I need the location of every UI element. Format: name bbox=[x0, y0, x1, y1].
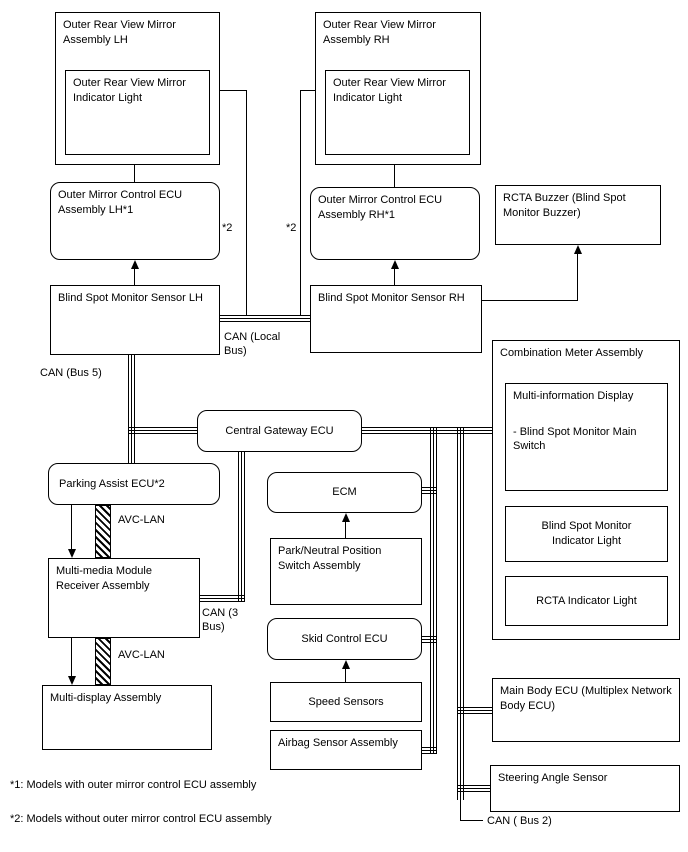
bus-branch-skid-control bbox=[422, 636, 437, 643]
arrowhead-down-into-mm-receiver bbox=[68, 549, 76, 558]
node-rcta-indicator-light: RCTA Indicator Light bbox=[505, 576, 668, 626]
label-avc-lan-upper: AVC-LAN bbox=[118, 514, 165, 526]
label-star2-lh: *2 bbox=[222, 222, 233, 234]
node-label: Multi-display Assembly bbox=[50, 692, 162, 704]
node-label: Multi-media Module Receiver Assembly bbox=[56, 565, 152, 592]
line-can-bus2-tail-horizontal bbox=[460, 820, 483, 821]
node-parking-assist-ecu: Parking Assist ECU*2 bbox=[48, 463, 220, 505]
node-bsm-sensor-lh: Blind Spot Monitor Sensor LH bbox=[50, 285, 220, 355]
node-mirror-ecu-rh: Outer Mirror Control ECU Assembly RH*1 bbox=[310, 187, 480, 260]
node-mirror-indicator-light-rh: Outer Rear View Mirror Indicator Light bbox=[325, 70, 470, 155]
node-label: Outer Rear View Mirror Assembly LH bbox=[63, 19, 176, 46]
node-mirror-ecu-lh: Outer Mirror Control ECU Assembly LH*1 bbox=[50, 182, 220, 260]
bus-branch-airbag bbox=[422, 747, 437, 754]
node-label: Main Body ECU (Multiplex Network Body EC… bbox=[500, 685, 672, 712]
node-label: Multi-information Display bbox=[513, 390, 634, 402]
arrowhead-up-into-ecm bbox=[342, 513, 350, 522]
line-star2-bypass-rh-vertical bbox=[300, 90, 301, 316]
bus-branch-central-gateway-left bbox=[128, 427, 197, 434]
node-label: Steering Angle Sensor bbox=[498, 772, 608, 784]
line-can-bus2-tail-vertical bbox=[460, 800, 461, 821]
avc-lan-bus-bar-upper bbox=[95, 505, 111, 558]
bus-trunk-b-can-bus2 bbox=[457, 427, 464, 800]
node-bsm-indicator-light: Blind Spot Monitor Indicator Light bbox=[505, 506, 668, 562]
bus-branch-ecm bbox=[422, 487, 437, 494]
arrowhead-up-into-skid-ecu bbox=[342, 660, 350, 669]
node-label: Park/Neutral Position Switch Assembly bbox=[278, 545, 382, 572]
node-multi-information-display: Multi-information Display - Blind Spot M… bbox=[505, 383, 668, 491]
node-multi-display-assembly: Multi-display Assembly bbox=[42, 685, 212, 750]
node-steering-angle-sensor: Steering Angle Sensor bbox=[490, 765, 680, 812]
node-label: RCTA Buzzer (Blind Spot Monitor Buzzer) bbox=[503, 192, 626, 219]
node-label: Skid Control ECU bbox=[301, 632, 388, 645]
node-label: Outer Rear View Mirror Assembly RH bbox=[323, 19, 436, 46]
arrowhead-down-into-multi-display bbox=[68, 676, 76, 685]
node-label: Outer Mirror Control ECU Assembly RH*1 bbox=[318, 194, 443, 221]
label-can-3bus: CAN (3 Bus) bbox=[202, 607, 239, 634]
node-label: Outer Rear View Mirror Indicator Light bbox=[333, 77, 446, 104]
label-can-bus2: CAN ( Bus 2) bbox=[487, 815, 552, 827]
line-bsm-rh-to-buzzer-horizontal bbox=[482, 300, 578, 301]
node-central-gateway-ecu: Central Gateway ECU bbox=[197, 410, 362, 452]
node-ecm: ECM bbox=[267, 472, 422, 513]
node-rcta-buzzer: RCTA Buzzer (Blind Spot Monitor Buzzer) bbox=[495, 185, 661, 245]
node-main-body-ecu: Main Body ECU (Multiplex Network Body EC… bbox=[492, 678, 680, 742]
node-label: Blind Spot Monitor Sensor LH bbox=[58, 292, 203, 304]
line-parking-assist-to-mm bbox=[71, 505, 72, 550]
node-label: Combination Meter Assembly bbox=[500, 347, 644, 359]
label-can-bus5: CAN (Bus 5) bbox=[40, 367, 102, 379]
bus-can-3bus-vertical bbox=[238, 452, 245, 602]
line-star2-bypass-rh-horizontal bbox=[300, 90, 318, 91]
node-label: Airbag Sensor Assembly bbox=[278, 737, 398, 749]
node-label: Parking Assist ECU*2 bbox=[59, 477, 165, 490]
node-sublabel: - Blind Spot Monitor Main Switch bbox=[513, 425, 637, 453]
node-pnp-switch-assembly: Park/Neutral Position Switch Assembly bbox=[270, 538, 422, 605]
node-label: Blind Spot Monitor Sensor RH bbox=[318, 292, 465, 304]
bus-branch-main-body-ecu bbox=[457, 707, 492, 714]
arrowhead-up-into-mirror-ecu-rh bbox=[391, 260, 399, 269]
footnote-2: *2: Models without outer mirror control … bbox=[10, 813, 272, 825]
line-bsm-rh-to-buzzer-vertical bbox=[577, 253, 578, 300]
line-star2-bypass-lh-horizontal bbox=[218, 90, 247, 91]
bus-can-local bbox=[220, 315, 310, 322]
node-mirror-indicator-light-lh: Outer Rear View Mirror Indicator Light bbox=[65, 70, 210, 155]
node-label: Outer Rear View Mirror Indicator Light bbox=[73, 77, 186, 104]
node-bsm-sensor-rh: Blind Spot Monitor Sensor RH bbox=[310, 285, 482, 353]
label-can-local-bus: CAN (Local Bus) bbox=[224, 331, 281, 358]
line-mirror-ecu-rh-to-indicator bbox=[394, 163, 395, 187]
line-mm-to-multi-display bbox=[71, 638, 72, 677]
node-mm-receiver-assembly: Multi-media Module Receiver Assembly bbox=[48, 558, 200, 638]
node-speed-sensors: Speed Sensors bbox=[270, 682, 422, 722]
bus-can-bus5-trunk bbox=[128, 355, 135, 463]
node-skid-control-ecu: Skid Control ECU bbox=[267, 618, 422, 660]
node-label: Speed Sensors bbox=[308, 695, 384, 708]
node-airbag-sensor-assembly: Airbag Sensor Assembly bbox=[270, 730, 422, 770]
line-bsm-lh-to-mirror-ecu-lh bbox=[134, 268, 135, 285]
node-label: Outer Mirror Control ECU Assembly LH*1 bbox=[58, 189, 183, 216]
line-mirror-ecu-lh-to-indicator bbox=[134, 163, 135, 182]
footnote-1: *1: Models with outer mirror control ECU… bbox=[10, 779, 257, 791]
bus-branch-steering-angle bbox=[457, 785, 490, 792]
line-star2-bypass-lh-vertical bbox=[246, 90, 247, 316]
line-bsm-rh-to-mirror-ecu-rh bbox=[394, 268, 395, 285]
avc-lan-bus-bar-lower bbox=[95, 638, 111, 685]
node-label: Blind Spot Monitor Indicator Light bbox=[541, 520, 632, 547]
bus-trunk-a bbox=[430, 427, 437, 754]
node-label: RCTA Indicator Light bbox=[536, 594, 637, 607]
node-label: Central Gateway ECU bbox=[225, 424, 334, 437]
bus-central-gateway-to-meter bbox=[362, 427, 492, 434]
arrowhead-up-into-rcta-buzzer bbox=[574, 245, 582, 254]
line-speed-sensors-to-skid bbox=[345, 668, 346, 682]
label-star2-rh: *2 bbox=[286, 222, 297, 234]
bus-can-3bus-horizontal bbox=[200, 595, 245, 602]
arrowhead-up-into-mirror-ecu-lh bbox=[131, 260, 139, 269]
label-avc-lan-lower: AVC-LAN bbox=[118, 649, 165, 661]
line-pnp-switch-to-ecm bbox=[345, 521, 346, 538]
node-label: ECM bbox=[332, 486, 357, 499]
